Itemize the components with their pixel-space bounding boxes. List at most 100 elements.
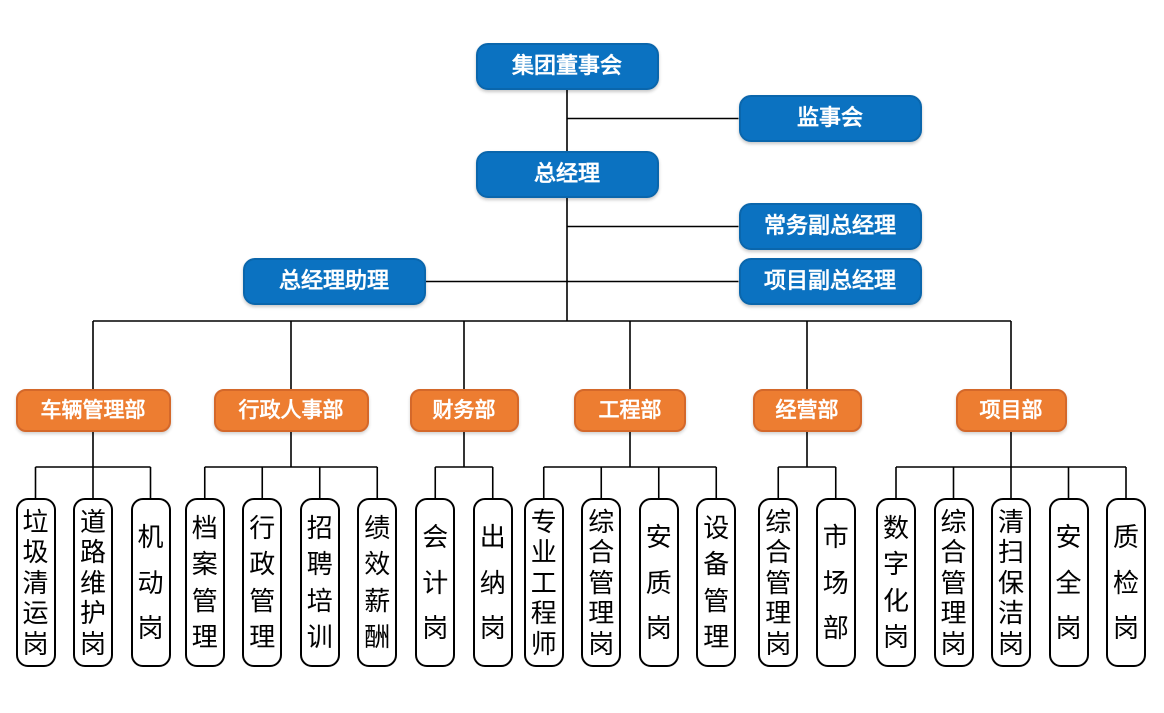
position-box-5-2-label: 市场部 (818, 500, 854, 665)
label-char: 管 (249, 585, 276, 616)
label-char: 理 (765, 598, 792, 628)
label-char: 岗 (645, 613, 672, 644)
label-char: 岗 (479, 613, 506, 644)
org-node-board: 集团董事会 (475, 43, 659, 90)
label-char: 管 (588, 567, 615, 598)
label-char: 聘 (306, 549, 333, 580)
label-char: 岗 (22, 628, 49, 659)
position-box-2-4-label: 绩效薪酬 (359, 500, 395, 665)
position-box-6-4-label: 安全岗 (1051, 500, 1087, 665)
org-node-gm-assistant: 总经理助理 (242, 258, 426, 305)
label-char: 岗 (940, 628, 967, 659)
org-node-executive-deputy-gm-label: 常务副总经理 (763, 213, 896, 239)
label-char: 合 (940, 537, 967, 567)
dept-box-4: 工程部 (574, 389, 686, 432)
position-box-4-1-label: 专业工程师 (526, 500, 562, 665)
position-box-2-4: 绩效薪酬 (357, 498, 398, 667)
label-char: 保 (997, 567, 1024, 598)
label-char: 招 (306, 512, 333, 543)
label-char: 动 (137, 567, 164, 598)
label-char: 清 (22, 567, 49, 598)
label-char: 岗 (422, 613, 449, 644)
label-char: 师 (530, 628, 557, 659)
label-char: 运 (22, 598, 49, 628)
position-box-6-1: 数字化岗 (876, 498, 916, 667)
label-char: 综 (940, 506, 967, 537)
label-char: 管 (703, 585, 730, 616)
position-box-4-2: 综合管理岗 (581, 498, 622, 667)
label-char: 洁 (997, 598, 1024, 628)
label-char: 岗 (137, 613, 164, 644)
label-char: 管 (765, 567, 792, 598)
dept-box-5: 经营部 (752, 389, 862, 432)
org-node-supervisory-board: 监事会 (738, 95, 922, 142)
dept-box-2-label: 行政人事部 (238, 398, 344, 422)
dept-box-2: 行政人事部 (213, 389, 369, 432)
label-char: 政 (249, 549, 276, 580)
label-char: 维 (79, 567, 106, 598)
label-char: 薪 (364, 585, 391, 616)
label-char: 酬 (364, 622, 391, 653)
position-box-2-3-label: 招聘培训 (302, 500, 338, 665)
label-char: 绩 (364, 512, 391, 543)
label-char: 路 (79, 537, 106, 567)
label-char: 岗 (997, 628, 1024, 659)
label-char: 检 (1112, 567, 1139, 598)
dept-box-6-label: 项目部 (979, 398, 1043, 422)
label-char: 岗 (1112, 613, 1139, 644)
position-box-4-2-label: 综合管理岗 (583, 500, 619, 665)
org-node-board-label: 集团董事会 (511, 53, 622, 79)
position-box-2-3: 招聘培训 (299, 498, 340, 667)
label-char: 护 (79, 598, 106, 628)
label-char: 全 (1055, 567, 1082, 598)
label-char: 综 (588, 506, 615, 537)
position-box-5-1: 综合管理岗 (758, 498, 799, 667)
position-box-4-4: 设备管理 (696, 498, 737, 667)
label-char: 理 (249, 622, 276, 653)
label-char: 岗 (765, 628, 792, 659)
label-char: 化 (882, 585, 909, 616)
org-node-general-manager: 总经理 (475, 151, 659, 198)
label-char: 清 (997, 506, 1024, 537)
label-char: 场 (822, 567, 849, 598)
position-box-3-2: 出纳岗 (472, 498, 513, 667)
label-char: 垃 (22, 506, 49, 537)
dept-box-1: 车辆管理部 (15, 389, 171, 432)
position-box-3-2-label: 出纳岗 (475, 500, 511, 665)
position-box-6-4: 安全岗 (1048, 498, 1089, 667)
dept-box-3-label: 财务部 (432, 398, 496, 422)
position-box-1-3-label: 机动岗 (133, 500, 169, 665)
position-box-5-1-label: 综合管理岗 (760, 500, 796, 665)
position-box-4-3: 安质岗 (638, 498, 679, 667)
label-char: 岗 (1055, 613, 1082, 644)
label-char: 行 (249, 512, 276, 543)
label-char: 出 (479, 521, 506, 552)
label-char: 数 (882, 512, 909, 543)
position-box-6-2-label: 综合管理岗 (936, 500, 972, 665)
position-box-5-2: 市场部 (815, 498, 856, 667)
label-char: 安 (645, 521, 672, 552)
label-char: 理 (703, 622, 730, 653)
label-char: 合 (588, 537, 615, 567)
position-box-1-3: 机动岗 (130, 498, 171, 667)
label-char: 档 (191, 512, 218, 543)
dept-box-4-label: 工程部 (598, 398, 662, 422)
label-char: 机 (137, 521, 164, 552)
position-box-3-1-label: 会计岗 (417, 500, 453, 665)
org-node-project-deputy-gm: 项目副总经理 (738, 258, 922, 305)
label-char: 部 (822, 613, 849, 644)
label-char: 专 (530, 506, 557, 537)
position-box-2-2-label: 行政管理 (244, 500, 280, 665)
position-box-1-2-label: 道路维护岗 (75, 500, 111, 665)
label-char: 岗 (79, 628, 106, 659)
org-node-gm-assistant-label: 总经理助理 (278, 268, 389, 294)
label-char: 圾 (22, 537, 49, 567)
label-char: 岗 (882, 622, 909, 653)
position-box-4-3-label: 安质岗 (641, 500, 677, 665)
label-char: 安 (1055, 521, 1082, 552)
label-char: 理 (588, 598, 615, 628)
position-box-1-1: 垃圾清运岗 (15, 498, 56, 667)
position-box-2-1: 档案管理 (184, 498, 225, 667)
